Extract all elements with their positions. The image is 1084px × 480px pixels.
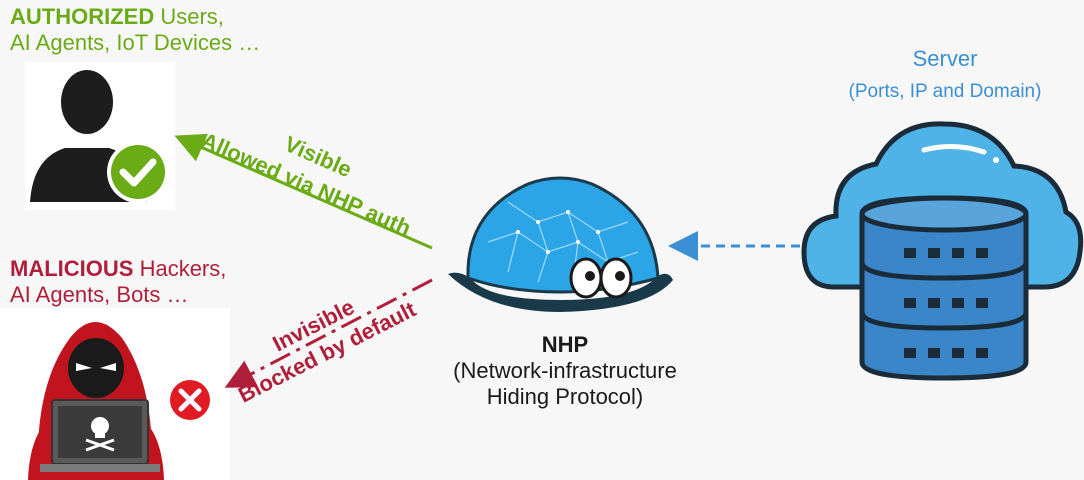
hacker-icon: [0, 308, 230, 480]
server-title: Server: [912, 46, 978, 71]
authorized-bold: AUTHORIZED: [10, 4, 155, 29]
server-cloud-icon: [801, 121, 1084, 381]
malicious-bold: MALICIOUS: [10, 256, 134, 281]
malicious-label: MALICIOUS Hackers, AI Agents, Bots …: [10, 256, 226, 308]
authorized-rest: Users,: [154, 4, 224, 29]
nhp-turtle-icon: [448, 176, 673, 312]
nhp-line1: (Network-infrastructure: [453, 358, 677, 383]
authorized-line2: AI Agents, IoT Devices …: [10, 30, 261, 55]
authorized-user-icon: [25, 62, 175, 210]
authorized-label: AUTHORIZED Users, AI Agents, IoT Devices…: [10, 4, 260, 56]
malicious-rest: Hackers,: [133, 256, 227, 281]
nhp-title: NHP: [541, 332, 589, 357]
nhp-line2: Hiding Protocol): [486, 384, 644, 409]
nhp-label: NHP (Network-infrastructure Hiding Proto…: [430, 332, 700, 410]
server-subtitle: (Ports, IP and Domain): [848, 81, 1042, 102]
malicious-line2: AI Agents, Bots …: [10, 282, 189, 307]
